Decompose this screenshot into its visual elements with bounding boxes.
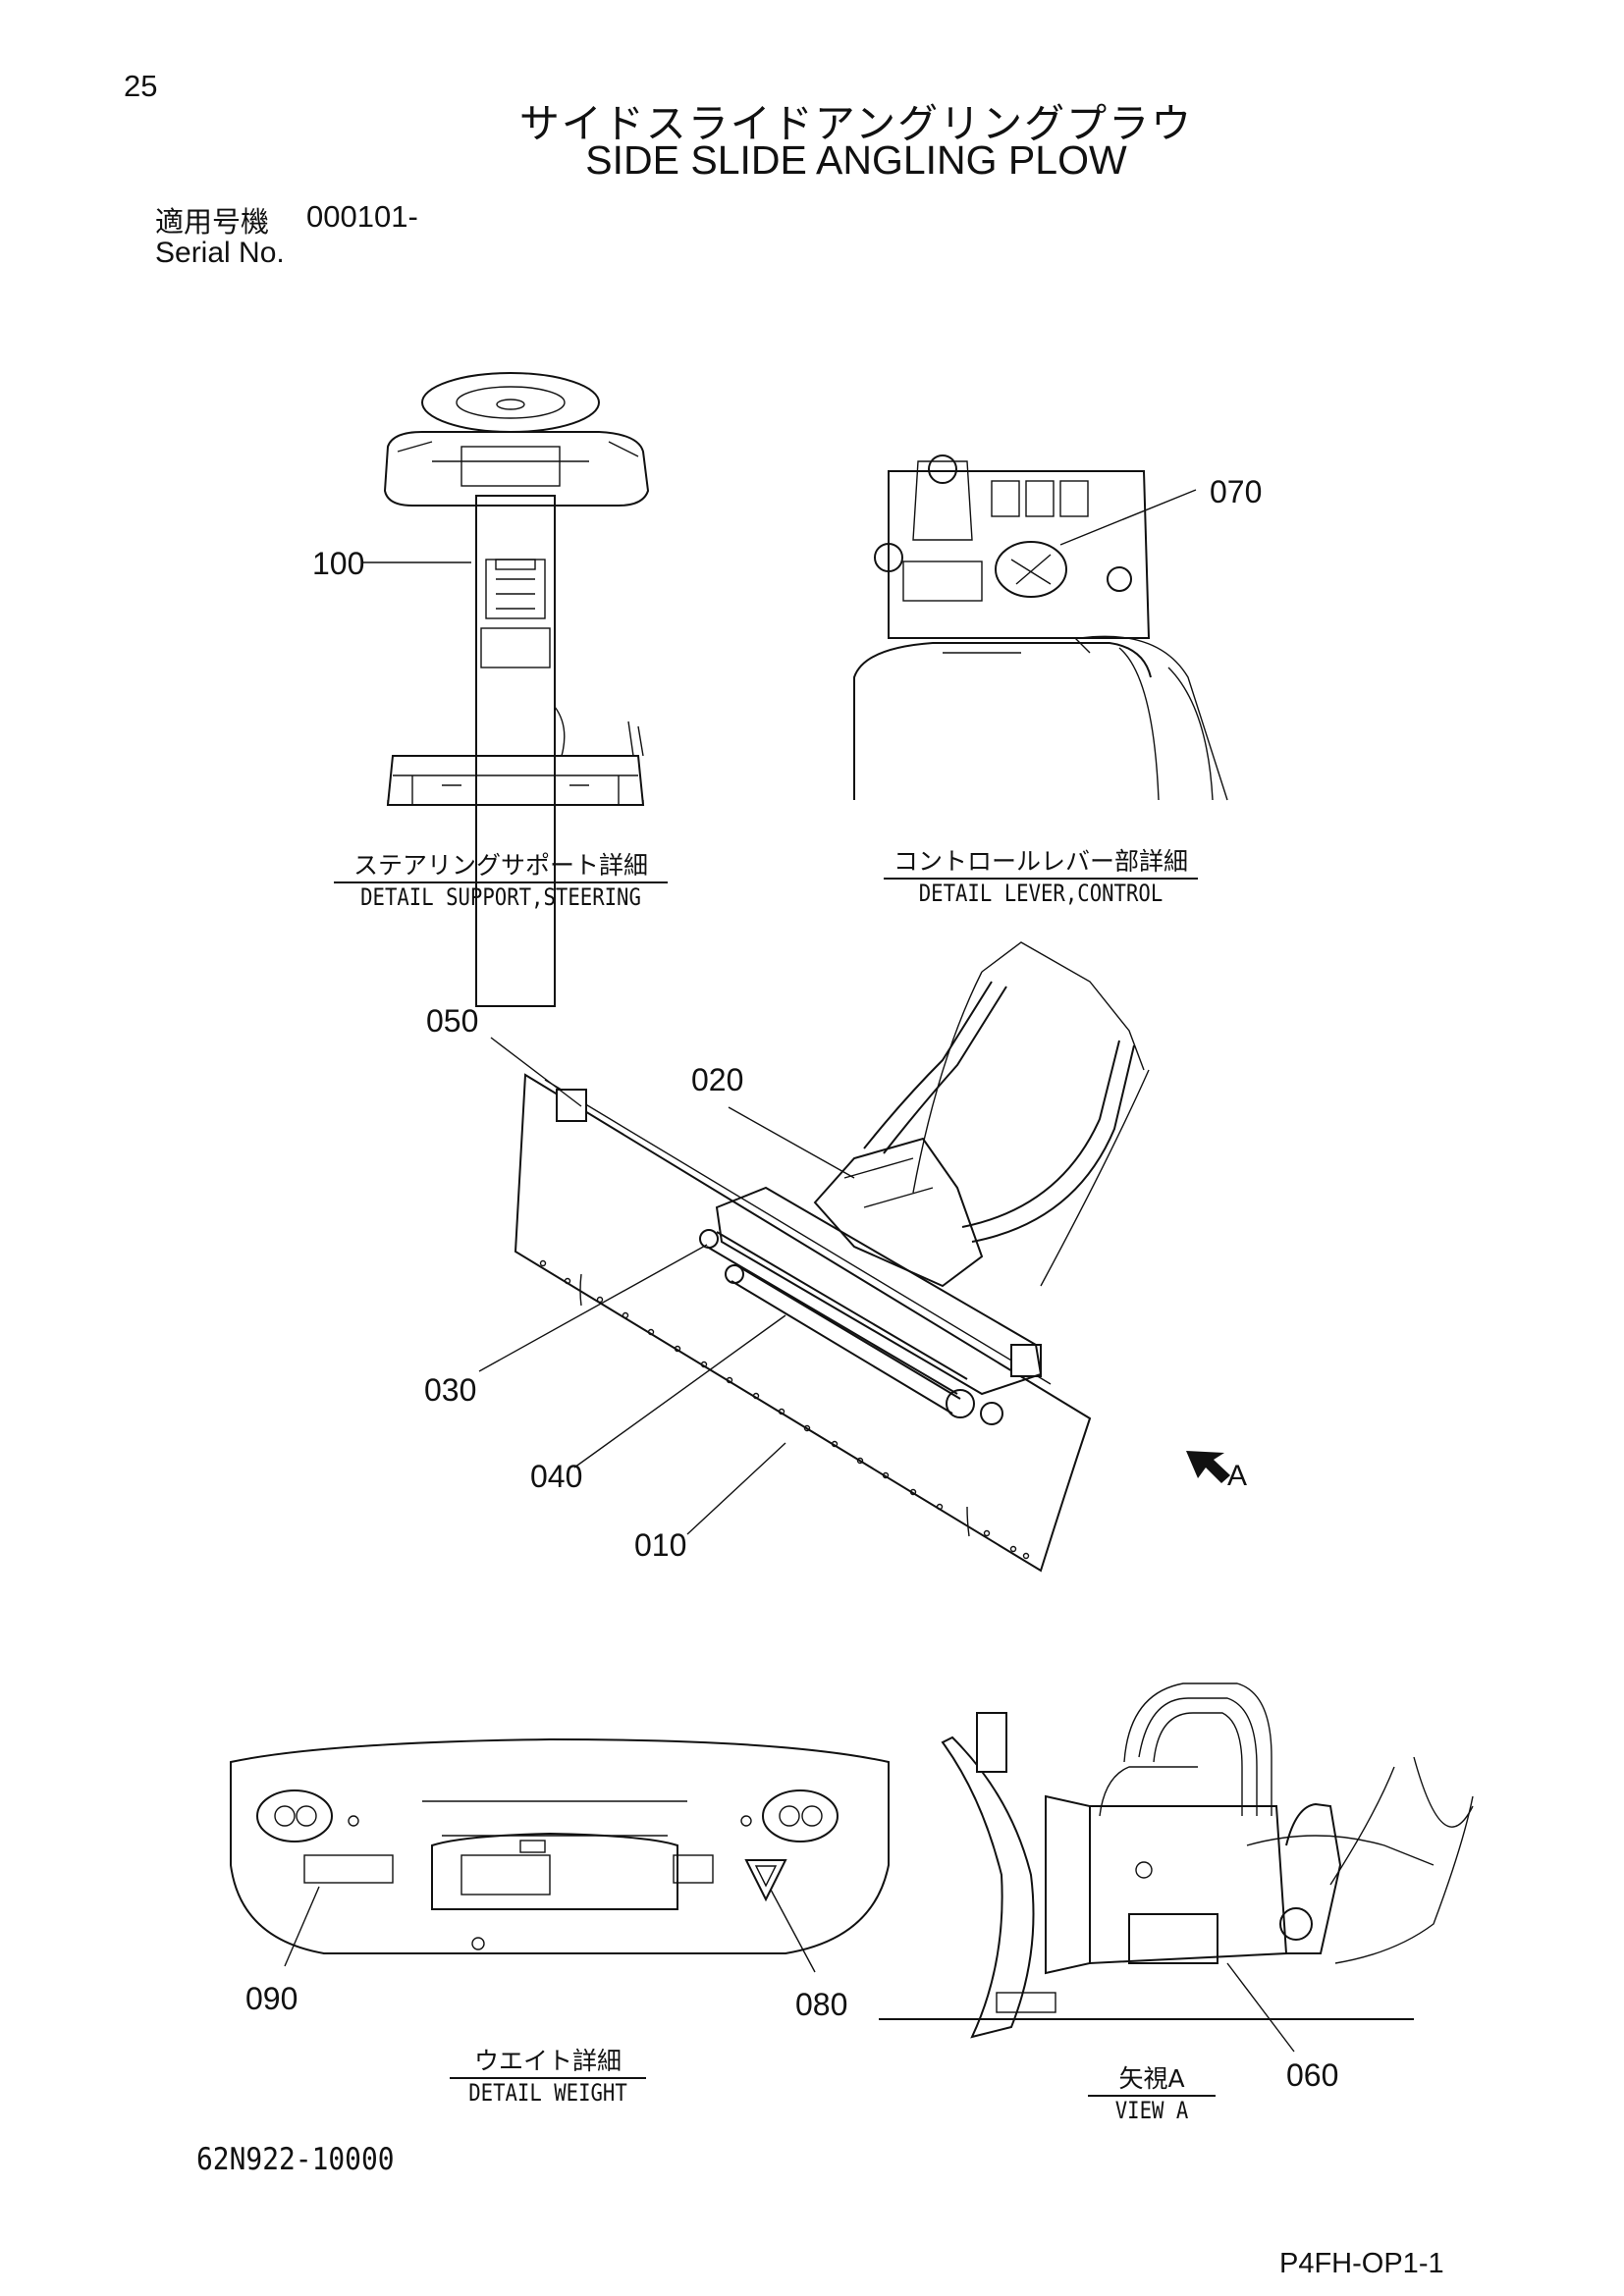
- caption-control-lever-jp: コントロールレバー部詳細: [884, 842, 1198, 880]
- serial-label-jp: 適用号機: [155, 205, 270, 239]
- page-number: 25: [124, 69, 158, 103]
- callout-100: 100: [312, 546, 365, 581]
- callout-070: 070: [1210, 474, 1263, 509]
- title-english: SIDE SLIDE ANGLING PLOW: [585, 137, 1127, 183]
- callout-020: 020: [691, 1062, 744, 1097]
- caption-view-a-en: VIEW A: [1114, 2097, 1189, 2124]
- caption-view-a: 矢視A VIEW A: [1088, 2059, 1216, 2124]
- weight-detail-drawing: [230, 1737, 890, 1954]
- callout-010: 010: [634, 1527, 687, 1563]
- callout-030: 030: [424, 1372, 477, 1408]
- document-number: 62N922-10000: [196, 2142, 395, 2177]
- callout-080: 080: [795, 1987, 848, 2022]
- caption-control-lever: コントロールレバー部詳細 DETAIL LEVER,CONTROL: [884, 842, 1198, 907]
- serial-value: 000101-: [306, 199, 418, 234]
- caption-steering-jp: ステアリングサポート詳細: [334, 846, 668, 883]
- view-a-drawing: [879, 1682, 1474, 2039]
- caption-view-a-jp: 矢視A: [1088, 2059, 1216, 2097]
- caption-control-lever-en: DETAIL LEVER,CONTROL: [918, 880, 1164, 907]
- serial-label-en: Serial No.: [155, 237, 285, 269]
- sheet-number: P4FH-OP1-1: [1279, 2248, 1444, 2279]
- callout-090: 090: [245, 1981, 298, 2016]
- caption-steering: ステアリングサポート詳細 DETAIL SUPPORT,STEERING: [334, 846, 668, 911]
- caption-weight: ウエイト詳細 DETAIL WEIGHT: [450, 2042, 646, 2107]
- callout-040: 040: [530, 1459, 583, 1494]
- plow-assembly-drawing: [514, 941, 1230, 1573]
- caption-steering-en: DETAIL SUPPORT,STEERING: [360, 883, 641, 911]
- steering-support-drawing: [383, 372, 650, 1007]
- callout-050: 050: [426, 1003, 479, 1039]
- callout-060: 060: [1286, 2057, 1339, 2093]
- caption-weight-en: DETAIL WEIGHT: [468, 2079, 627, 2107]
- leader-lines: [284, 489, 1295, 2053]
- control-lever-drawing: [853, 454, 1228, 801]
- caption-weight-jp: ウエイト詳細: [450, 2042, 646, 2079]
- title-japanese: サイドスライドアングリングプラウ: [518, 100, 1194, 147]
- arrow-a-label: A: [1227, 1460, 1248, 1492]
